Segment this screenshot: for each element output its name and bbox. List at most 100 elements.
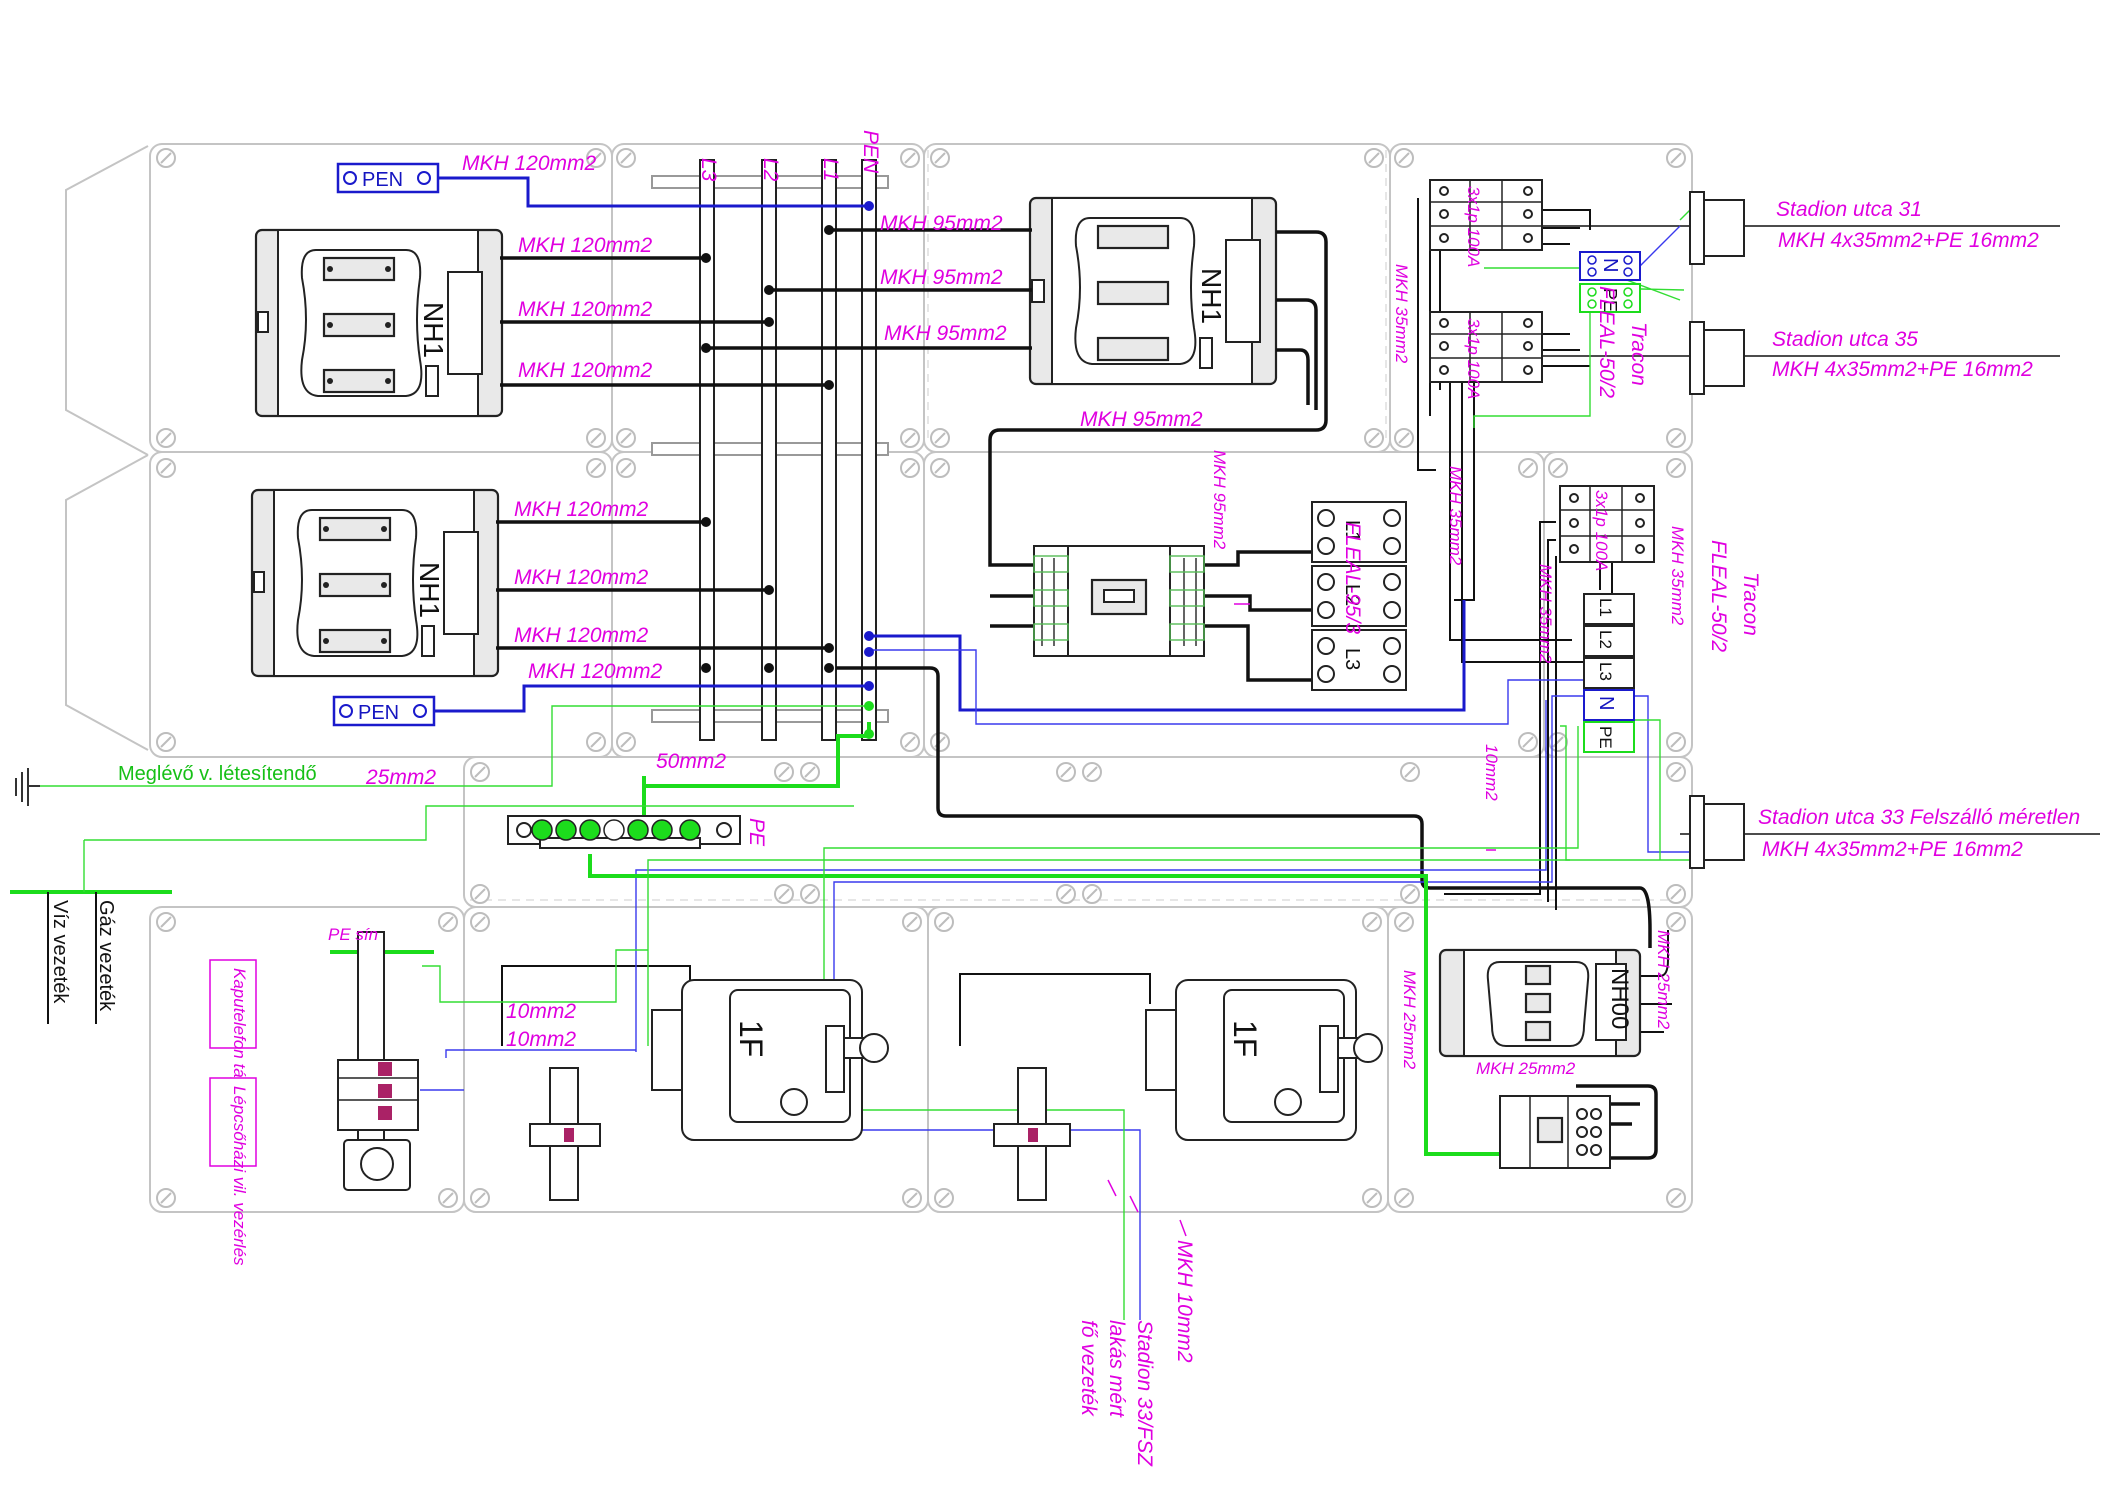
- screw-slot: [590, 736, 602, 748]
- label-fleal-95: FLEAL-95/3: [1341, 522, 1364, 634]
- label-mkh-120-f: MKH 120mm2: [514, 624, 649, 647]
- busbar-system: L3 L2 L1 PEN: [651, 130, 889, 741]
- busbar-l3: [699, 159, 715, 741]
- screw-slot: [1398, 916, 1410, 928]
- label-mkh-25-b: MKH 25mm2: [1400, 970, 1419, 1070]
- fuse-top-b-label: 3x1p 100A: [1464, 318, 1483, 399]
- screw-slot: [1368, 152, 1380, 164]
- term-l3-label: L3: [1341, 648, 1363, 670]
- screw-slot: [1670, 916, 1682, 928]
- label-25mm2: 25mm2: [365, 766, 436, 789]
- screw-slot: [778, 888, 790, 900]
- ground-symbol: [15, 768, 97, 1024]
- left-panel-top-bevel: [65, 145, 149, 456]
- label-mkh-95-b: MKH 95mm2: [880, 266, 1003, 289]
- label-fo-vezetek: fő vezeték: [1077, 1320, 1100, 1417]
- label-50mm2: 50mm2: [656, 750, 726, 773]
- labels: MKH 120mm2 MKH 120mm2 MKH 120mm2 MKH 120…: [49, 152, 2080, 1467]
- pe-rail: PE sín: [328, 925, 419, 1191]
- strip-n-label: N: [1595, 696, 1617, 710]
- screw-slot: [904, 736, 916, 748]
- strip-l1-label: L1: [1596, 598, 1615, 617]
- label-mkh-95-c: MKH 95mm2: [884, 322, 1007, 345]
- nh1-top: NH1: [254, 228, 504, 418]
- label-tracon-a: Tracon: [1627, 322, 1650, 386]
- terminal-strip-mid: L1 L2 L3 N PE: [1583, 593, 1635, 753]
- busbar-l3-label: L3: [697, 158, 720, 182]
- screw-slot: [474, 888, 486, 900]
- lepcsohazi-label: Lépcsőházi vil. vezérlés: [230, 1086, 249, 1266]
- label-mkh-95-d: MKH 95mm2: [1080, 408, 1203, 431]
- np-top-n-label: N: [1599, 258, 1621, 272]
- nh00-label: NH00: [1606, 968, 1633, 1029]
- np-top-pe-label: PE: [1600, 288, 1620, 312]
- screw-slot: [934, 462, 946, 474]
- screw-slot: [1522, 736, 1534, 748]
- strip-l2-label: L2: [1596, 630, 1615, 649]
- screw-slot: [1670, 462, 1682, 474]
- nh1-top-label: NH1: [418, 302, 449, 358]
- screw-slot: [938, 916, 950, 928]
- screw-slot: [1366, 916, 1378, 928]
- screw-slot: [904, 462, 916, 474]
- label-stadion-31: Stadion utca 31: [1776, 198, 1922, 221]
- meter-b: 1F: [1145, 979, 1383, 1141]
- meter-a-label: 1F: [733, 1020, 769, 1057]
- label-mkh-120-e: MKH 120mm2: [514, 566, 649, 589]
- pe-bar: PE: [507, 776, 768, 849]
- main-breaker: [1033, 545, 1205, 657]
- cable-ticks: [1107, 603, 1496, 1237]
- terminal-fleal95: L1 L2 L3: [1311, 501, 1407, 691]
- nh1-bottom: NH1: [250, 488, 500, 678]
- screw-slot: [442, 1192, 454, 1204]
- fuse-block-top-a: [1429, 179, 1543, 251]
- nh1-right: NH1: [1028, 196, 1278, 386]
- din-rail-b: [993, 1067, 1071, 1201]
- label-stadion-35-cable: MKH 4x35mm2+PE 16mm2: [1772, 358, 2033, 381]
- screw-slot: [160, 152, 172, 164]
- lepcsohazi-box: Lépcsőházi vil. vezérlés: [209, 1077, 257, 1266]
- screw-slot: [1670, 766, 1682, 778]
- screw-slot: [1670, 736, 1682, 748]
- screw-slot: [474, 916, 486, 928]
- nh1-right-label: NH1: [1196, 268, 1227, 324]
- screw-slot: [620, 152, 632, 164]
- enclosure-screws: [156, 148, 1686, 1208]
- screw-slot: [934, 432, 946, 444]
- screw-slot: [160, 736, 172, 748]
- screw-slot: [620, 736, 632, 748]
- screw-slot: [1522, 462, 1534, 474]
- screw-slot: [160, 462, 172, 474]
- screw-slot: [160, 916, 172, 928]
- screw-slot: [904, 432, 916, 444]
- cable-glands: [1689, 191, 1745, 869]
- label-10mm2-a: 10mm2: [506, 1000, 576, 1023]
- box-nh00: [1387, 906, 1693, 1213]
- label-stadion-35: Stadion utca 35: [1772, 328, 1918, 351]
- screw-slot: [590, 152, 602, 164]
- pen-box-top: PEN: [336, 162, 440, 194]
- fuse-top-a-label: 3x1p 100A: [1464, 186, 1483, 267]
- left-panel-bottom-bevel: [65, 454, 149, 751]
- screw-slot: [1552, 736, 1564, 748]
- label-mkh-120-pen2: MKH 120mm2: [528, 660, 663, 683]
- screw-slot: [474, 766, 486, 778]
- screw-slot: [620, 432, 632, 444]
- busbar-l1: [821, 159, 837, 741]
- label-gaz: Gáz vezeték: [95, 900, 117, 1012]
- wires-black: [496, 198, 2100, 1160]
- screw-slot: [1060, 888, 1072, 900]
- screw-slot: [1404, 766, 1416, 778]
- pe-bar-label: PE: [745, 818, 768, 847]
- screw-slot: [906, 916, 918, 928]
- screw-slot: [906, 1192, 918, 1204]
- screw-slot: [160, 1192, 172, 1204]
- label-10mm2-b: 10mm2: [506, 1028, 576, 1051]
- screw-slot: [1404, 888, 1416, 900]
- label-stadion-31-cable: MKH 4x35mm2+PE 16mm2: [1778, 229, 2039, 252]
- strip-l3-label: L3: [1596, 662, 1615, 681]
- nh1-bottom-label: NH1: [414, 562, 445, 618]
- screw-slot: [1670, 888, 1682, 900]
- fuse-block-top-b: [1429, 311, 1543, 383]
